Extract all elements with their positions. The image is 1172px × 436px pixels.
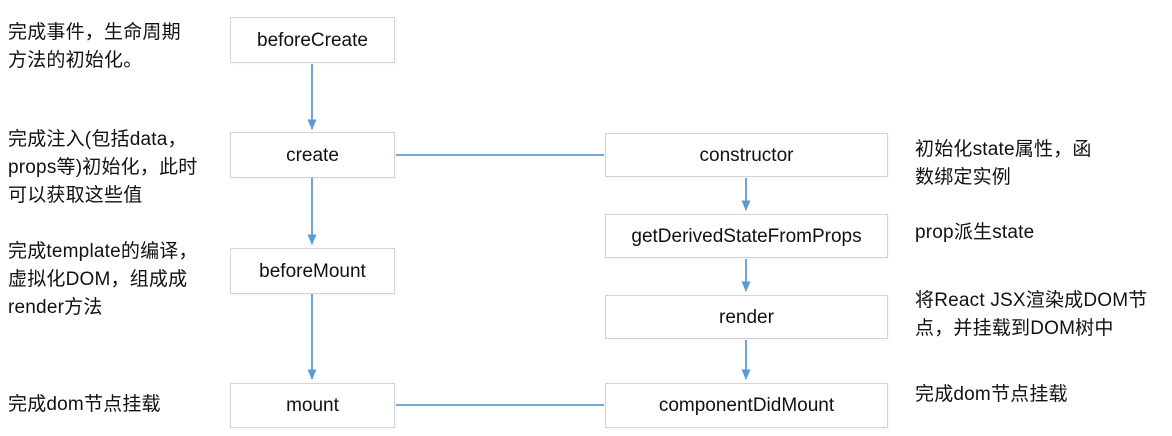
node-getDerivedStateFromProps: getDerivedStateFromProps bbox=[605, 214, 888, 258]
annotation-beforeCreate: 完成事件，生命周期 方法的初始化。 bbox=[8, 22, 181, 71]
node-mount: mount bbox=[230, 383, 395, 428]
node-render: render bbox=[605, 295, 888, 339]
node-create: create bbox=[230, 132, 395, 178]
node-beforeMount: beforeMount bbox=[230, 248, 395, 294]
annotation-getDerivedStateFromProps: prop派生state bbox=[915, 222, 1035, 243]
annotation-constructor: 初始化state属性，函 数绑定实例 bbox=[915, 139, 1092, 188]
annotation-render: 将React JSX渲染成DOM节 点，并挂载到DOM树中 bbox=[915, 290, 1148, 339]
node-beforeCreate: beforeCreate bbox=[230, 17, 395, 63]
annotation-mount: 完成dom节点挂载 bbox=[8, 394, 161, 415]
node-componentDidMount: componentDidMount bbox=[605, 383, 888, 428]
annotation-beforeMount: 完成template的编译， 虚拟化DOM，组成成 render方法 bbox=[8, 241, 198, 318]
node-constructor: constructor bbox=[605, 133, 888, 177]
annotation-create: 完成注入(包括data， props等)初始化，此时 可以获取这些值 bbox=[8, 129, 198, 206]
annotation-componentDidMount: 完成dom节点挂载 bbox=[915, 384, 1068, 405]
